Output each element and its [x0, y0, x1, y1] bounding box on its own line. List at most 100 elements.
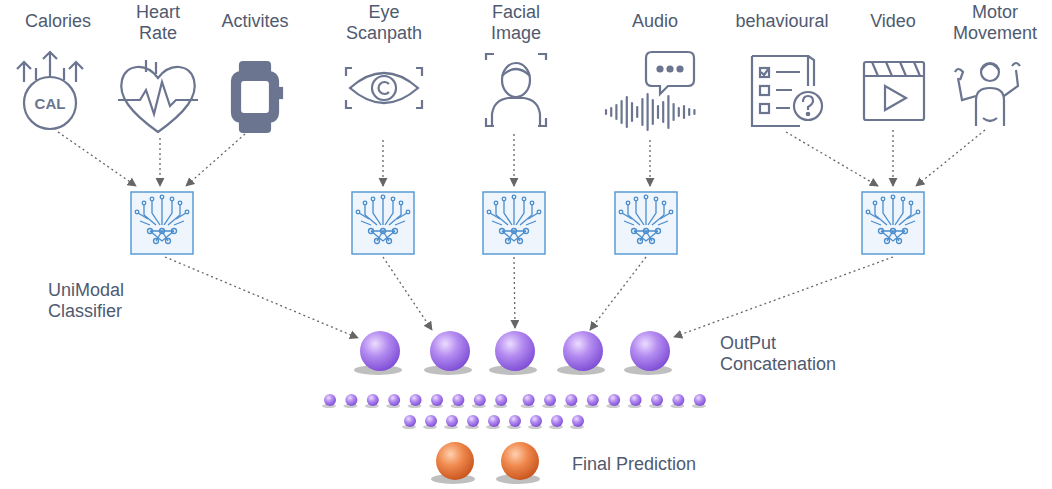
input-arrows-part [649, 140, 650, 186]
face-icon-part [502, 69, 530, 76]
prediction-spheres [436, 442, 539, 480]
prediction-spheres-part [501, 442, 539, 480]
video-icon [864, 62, 924, 120]
layer-label: Final Prediction [572, 454, 742, 475]
audio-icon-part [646, 52, 694, 94]
motor-icon-part [981, 63, 999, 81]
output-arrows-part [165, 257, 358, 338]
audio-icon-part-part [610, 108, 612, 116]
modality-label: Facial Image [474, 2, 558, 44]
audio-icon-part-part [662, 102, 664, 122]
hidden-layer-dots-part [630, 394, 642, 406]
hidden-layer-dots-part [410, 394, 422, 406]
calories-icon-part [36, 68, 64, 80]
face-icon [486, 54, 546, 126]
hidden-layer-dots-part [446, 415, 458, 427]
output-arrows-part [674, 257, 893, 337]
audio-icon-part-part [605, 110, 607, 114]
concatenation-spheres-part [360, 331, 400, 371]
modality-label: Video [853, 11, 933, 32]
input-arrows-part [786, 132, 878, 186]
hidden-layer-dots-part [551, 415, 563, 427]
input-arrows-part [186, 134, 245, 186]
audio-icon-part-part [678, 108, 680, 116]
questionnaire-icon-part [760, 104, 769, 113]
audio-icon-part-part [657, 106, 659, 118]
hidden-layer-dots [322, 394, 706, 429]
icon-text: CAL [28, 93, 72, 114]
hidden-layer-dots-part [544, 394, 556, 406]
hidden-layer-dots-part [523, 394, 535, 406]
hidden-layer-dots-part [672, 394, 684, 406]
hidden-layer-dots-part [324, 394, 336, 406]
layer-label: UniModal Classifier [48, 280, 152, 322]
input-arrows-part [382, 140, 383, 186]
watch-icon-part [278, 88, 282, 98]
audio-icon-part-part [641, 99, 643, 125]
prediction-spheres-part [436, 442, 474, 480]
hidden-layer-dots-part [388, 394, 400, 406]
input-arrows-part [892, 130, 893, 186]
eye-icon-part [372, 76, 396, 100]
eye-icon-part [346, 68, 422, 108]
modality-label: behavioural [722, 11, 842, 32]
concatenation-spheres-part [430, 331, 470, 371]
hidden-layer-dots-part [509, 415, 521, 427]
output-arrows-part [590, 257, 646, 330]
face-icon-part [502, 63, 530, 97]
unimodal-classifiers-part [131, 192, 193, 254]
concatenation-spheres-part [495, 331, 535, 371]
calories-icon-part [24, 77, 76, 129]
motor-icon-part [983, 118, 997, 121]
heart-rate-icon-part [146, 60, 156, 74]
heart-rate-icon-part [118, 82, 198, 114]
face-icon-part [492, 98, 540, 126]
questionnaire-icon-part [760, 86, 769, 95]
unimodal-classifiers [131, 192, 924, 254]
input-arrows-part [513, 134, 514, 186]
hidden-layer-dots-part [474, 394, 486, 406]
unimodal-classifiers-part [352, 192, 414, 254]
face-icon-part [486, 54, 546, 126]
hidden-layer-dots-part [404, 415, 416, 427]
audio-icon-part-part [688, 109, 690, 115]
watch-icon-part [240, 80, 270, 114]
audio-icon-part [606, 94, 694, 130]
heart-rate-icon [118, 60, 198, 132]
audio-icon [606, 52, 694, 130]
modality-label: Audio [610, 11, 700, 32]
hidden-layer-dots-part [572, 415, 584, 427]
hidden-layer-dots-part [530, 415, 542, 427]
calories-icon-part [17, 52, 83, 82]
audio-icon-part [658, 67, 663, 72]
hidden-layer-dots-part [565, 394, 577, 406]
output-arrows-part [514, 257, 515, 328]
audio-icon-part-part [620, 101, 622, 123]
hidden-layer-dots-part [452, 394, 464, 406]
concatenation-spheres-part [563, 331, 603, 371]
audio-icon-part-part [646, 94, 648, 130]
audio-icon-part-part [626, 97, 628, 127]
concatenation-spheres-part [630, 331, 670, 371]
calories-icon [17, 52, 83, 129]
hidden-layer-dots-part [367, 394, 379, 406]
audio-icon-part-part [672, 104, 674, 120]
modality-label: Activites [200, 11, 310, 32]
audio-icon-part-part [693, 110, 695, 114]
motor-icon [955, 63, 1020, 126]
questionnaire-icon-part [803, 96, 813, 110]
concatenation-spheres [360, 331, 670, 371]
output-arrows [165, 257, 893, 338]
audio-icon-part-part [652, 100, 654, 124]
layer-label: OutPut Concatenation [720, 333, 870, 375]
hidden-layer-dots-part [651, 394, 663, 406]
eye-icon-part [379, 82, 389, 94]
motor-icon-part [976, 88, 1004, 126]
input-arrows-part [58, 132, 136, 186]
questionnaire-icon-part [808, 56, 814, 86]
watch-icon-part [232, 72, 278, 122]
modality-label: Motor Movement [945, 2, 1045, 44]
unimodal-classifiers-part [483, 192, 545, 254]
input-arrows [58, 130, 985, 186]
